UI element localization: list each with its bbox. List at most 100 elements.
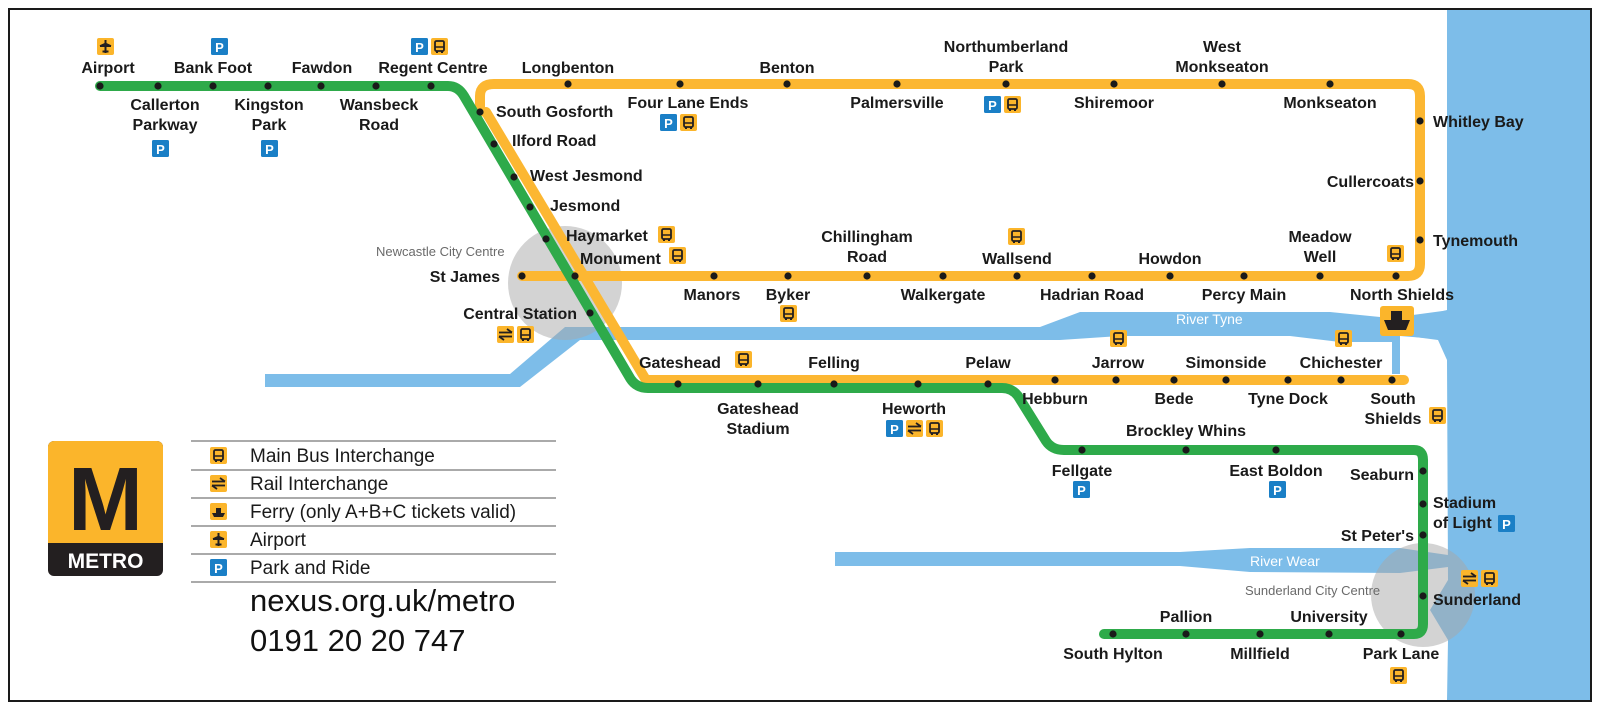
park-ride-icon: P [660, 114, 677, 131]
station-byker: Byker [766, 272, 810, 304]
station-dot [1337, 376, 1345, 384]
sunderland-centre-label: Sunderland City Centre [1245, 583, 1380, 598]
station-label: East Boldon [1229, 463, 1322, 480]
station-dot [476, 108, 484, 116]
river-wear [835, 548, 1448, 573]
station-dot [1416, 177, 1424, 185]
rail-icon [209, 474, 228, 493]
svg-text:P: P [214, 561, 223, 576]
station-westjesmond: West Jesmond [510, 168, 643, 185]
station-dot [1416, 117, 1424, 125]
ferry-icon [1380, 306, 1414, 336]
station-dot [526, 203, 534, 211]
svg-text:M: M [68, 450, 143, 550]
station-dot [1222, 376, 1230, 384]
station-fourlane: Four Lane Ends [628, 80, 749, 112]
bus-icon [1109, 329, 1128, 348]
legend-item: Airport [191, 530, 556, 555]
station-label: Chichester [1300, 355, 1383, 372]
bus-icon [209, 446, 228, 465]
legend-label: Ferry (only A+B+C tickets valid) [250, 502, 516, 523]
station-label: Northumberland [944, 39, 1068, 56]
station-label: Stadium [1433, 495, 1496, 512]
station-university: University [1290, 609, 1368, 638]
station-walkergate: Walkergate [901, 272, 985, 304]
station-dot [427, 82, 435, 90]
station-southgosforth: South Gosforth [476, 104, 613, 121]
station-benton: Benton [759, 60, 815, 88]
station-dot [783, 80, 791, 88]
park-ride-icon: P [411, 38, 428, 55]
svg-text:P: P [890, 422, 899, 437]
station-label: Park [252, 117, 287, 134]
station-label: Tynemouth [1433, 233, 1518, 250]
legend-item: Rail Interchange [191, 474, 556, 499]
station-howdon: Howdon [1138, 251, 1202, 280]
station-label: Pallion [1160, 609, 1212, 626]
station-regent: Regent Centre [378, 60, 488, 90]
station-dot [1392, 272, 1400, 280]
newcastle-centre-label: Newcastle City Centre [376, 244, 505, 259]
river-wear-label: River Wear [1250, 553, 1320, 569]
station-label: Haymarket [566, 228, 649, 245]
station-label: Millfield [1230, 646, 1290, 663]
station-label: Hadrian Road [1040, 287, 1144, 304]
station-label: St Peter's [1341, 528, 1414, 545]
station-jarrow: Jarrow [1092, 355, 1145, 384]
station-label: Monkseaton [1175, 59, 1268, 76]
station-monkseaton: Monkseaton [1283, 80, 1377, 112]
park-ride-icon: P [886, 420, 903, 437]
park-ride-icon: P [1073, 481, 1090, 498]
station-dot [571, 272, 579, 280]
ferry-icon [210, 503, 227, 520]
svg-text:P: P [156, 142, 165, 157]
station-stpeters: St Peter's [1341, 528, 1427, 545]
station-label: Felling [808, 355, 860, 372]
station-seaburn: Seaburn [1350, 467, 1427, 484]
station-dot [586, 309, 594, 317]
station-label: Gateshead [717, 401, 799, 418]
station-dot [1013, 272, 1021, 280]
station-dot [939, 272, 947, 280]
station-dot [1419, 531, 1427, 539]
station-heworth: Heworth [882, 380, 946, 418]
station-dot [1419, 467, 1427, 475]
station-label: Gateshead [639, 355, 721, 372]
bus-icon [1003, 95, 1022, 114]
map-symbols: P P P P P P [96, 37, 1515, 685]
station-dot [518, 272, 526, 280]
station-label: South Hylton [1063, 646, 1163, 663]
station-dot [1325, 630, 1333, 638]
svg-text:P: P [1077, 483, 1086, 498]
bus-icon [516, 325, 535, 344]
station-label: South [1370, 391, 1415, 408]
station-label: Bede [1154, 391, 1193, 408]
station-southhylton: South Hylton [1063, 630, 1163, 663]
station-dot [490, 140, 498, 148]
station-airport: Airport [81, 60, 135, 90]
station-label: Wansbeck [340, 97, 419, 114]
river-tyne-label: River Tyne [1176, 311, 1243, 327]
station-hadrian: Hadrian Road [1040, 272, 1144, 304]
station-dot [984, 380, 992, 388]
station-dot [1316, 272, 1324, 280]
station-sunderland: Sunderland [1419, 592, 1521, 609]
svg-text:P: P [988, 98, 997, 113]
station-percymain: Percy Main [1202, 272, 1286, 304]
sea [1400, 10, 1590, 700]
station-dot [1109, 630, 1117, 638]
station-label: Bank Foot [174, 60, 253, 77]
svg-text:P: P [415, 40, 424, 55]
station-manors: Manors [684, 272, 741, 304]
station-label: Central Station [463, 306, 577, 323]
station-pallion: Pallion [1160, 609, 1212, 638]
station-longbenton: Longbenton [522, 60, 614, 88]
bus-icon [1386, 244, 1405, 263]
station-label: Wallsend [982, 251, 1052, 268]
station-dot [754, 380, 762, 388]
station-ilford: Ilford Road [490, 133, 596, 150]
station-label: Four Lane Ends [628, 95, 749, 112]
